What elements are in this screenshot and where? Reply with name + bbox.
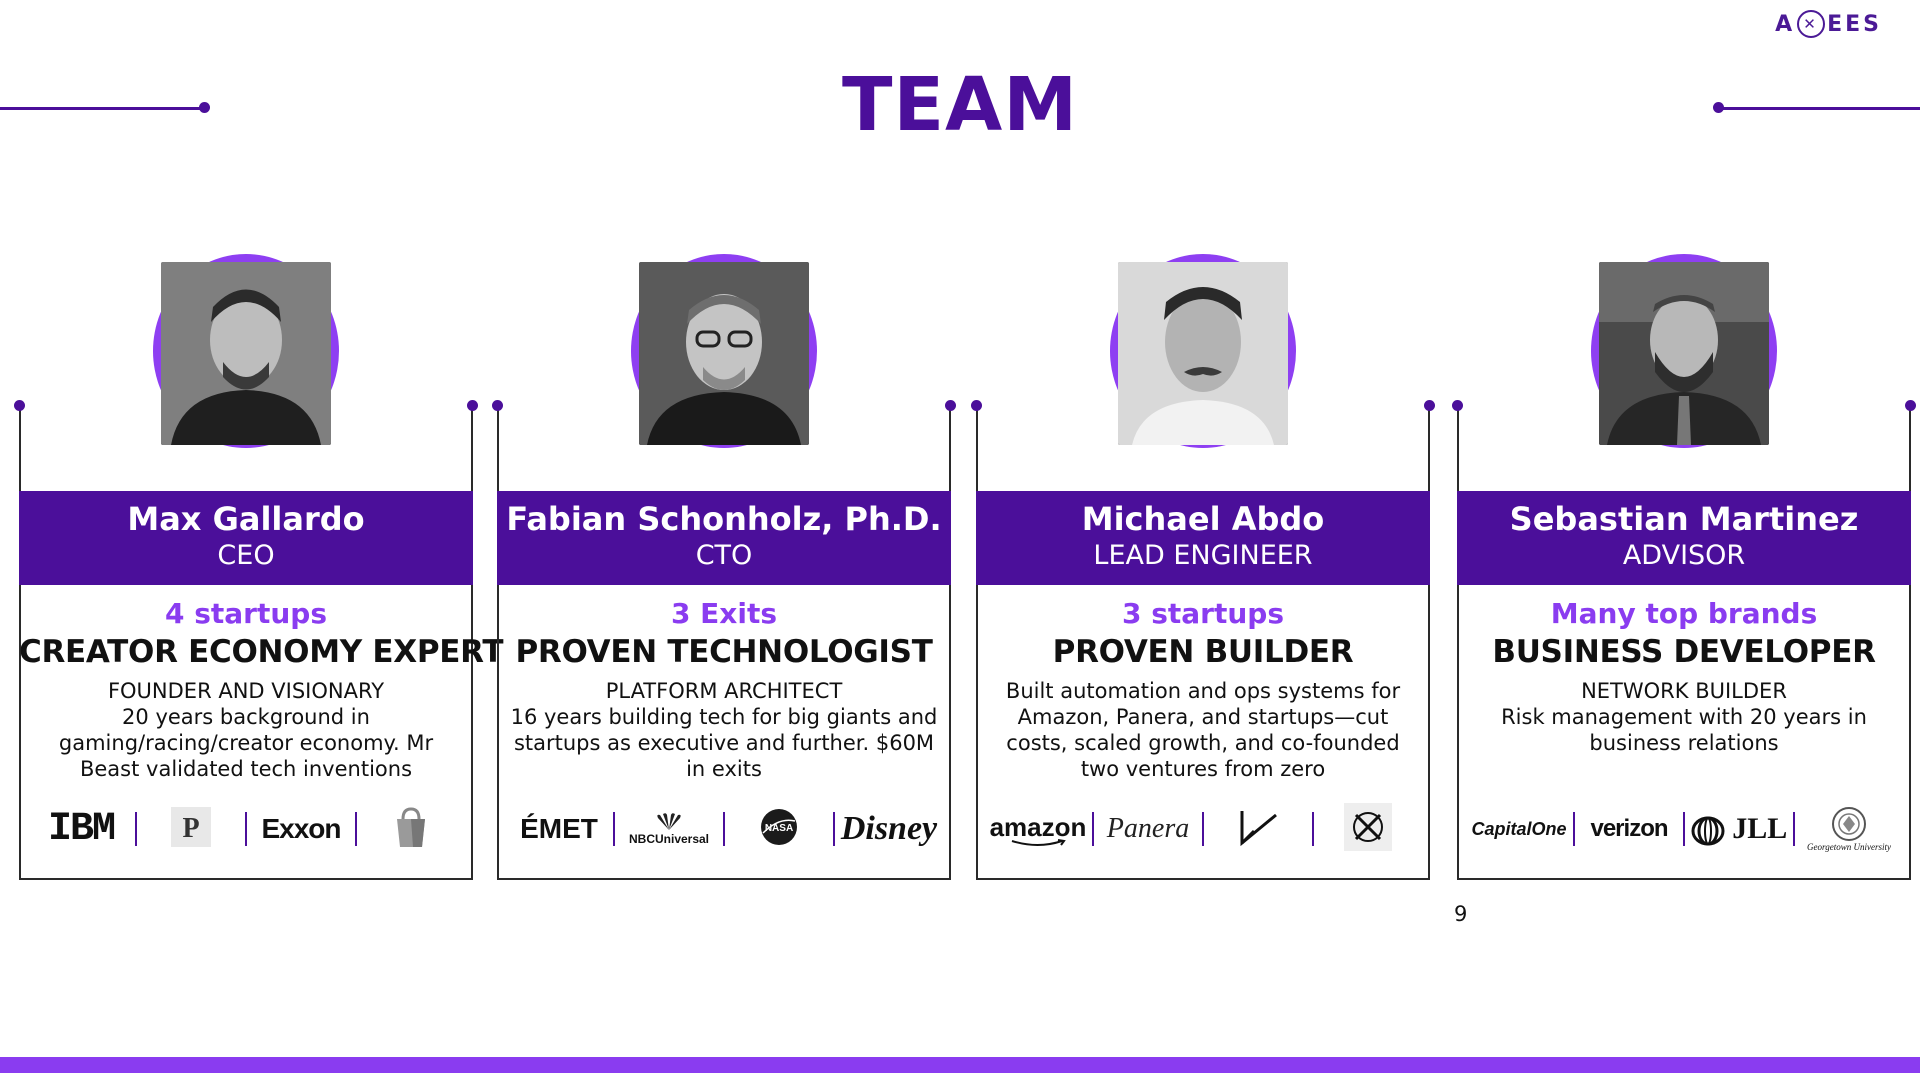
member-role: ADVISOR [1622, 540, 1746, 571]
avatar [1599, 262, 1769, 445]
disney-logo: Disney [840, 810, 938, 847]
member-role: CEO [217, 540, 275, 571]
logo-separator [723, 812, 725, 846]
brand-logos: CapitalOne verizon JLL Georgetown Univer… [1465, 806, 1903, 852]
nasa-logo: NASA [725, 807, 833, 851]
member-name: Michael Abdo [1081, 500, 1325, 538]
avatar [1118, 262, 1288, 445]
brand-logos: IBM P Exxon [27, 806, 465, 852]
member-subtitle: FOUNDER AND VISIONARY [107, 679, 385, 703]
card-dot-left [492, 400, 503, 411]
avatar [639, 262, 809, 445]
emet-logo: ÉMET [520, 813, 598, 844]
title-divider-right [1718, 107, 1920, 110]
card-dot-left [1452, 400, 1463, 411]
ibm-logo: IBM [47, 806, 116, 852]
logo-separator [1202, 812, 1204, 846]
svg-text:NASA: NASA [765, 823, 793, 834]
title-divider-left [0, 107, 205, 110]
member-name: Max Gallardo [127, 500, 365, 538]
logo-separator [833, 812, 835, 846]
card-dot-right [1424, 400, 1435, 411]
member-description: 16 years building tech for big giants an… [510, 705, 938, 781]
team-card-sebastian: Sebastian Martinez ADVISOR Many top bran… [1452, 254, 1916, 880]
member-headline: BUSINESS DEVELOPER [1492, 634, 1876, 670]
card-dot-left [971, 400, 982, 411]
member-stat: Many top brands [1550, 597, 1818, 630]
verizon-logo: verizon [1590, 815, 1668, 842]
logo-separator [1683, 812, 1685, 846]
member-description: 20 years background in gaming/racing/cre… [58, 705, 434, 781]
card-dot-right [945, 400, 956, 411]
logo-separator [355, 812, 357, 846]
page-title: TEAM [842, 62, 1078, 148]
nbcuniversal-logo: NBCUniversal [615, 812, 723, 846]
member-name: Fabian Schonholz, Ph.D. [506, 500, 942, 538]
member-description: Risk management with 20 years in busines… [1501, 705, 1867, 755]
exxon-logo: Exxon [261, 813, 341, 844]
team-card-max: Max Gallardo CEO 4 startups CREATOR ECON… [14, 254, 504, 880]
brand-logos: ÉMET NBCUniversal NASA Disney [505, 806, 943, 852]
card-frame [1457, 405, 1911, 880]
member-description: Built automation and ops systems for Ama… [1005, 679, 1401, 781]
title-divider-left-dot [199, 102, 210, 113]
card-frame [19, 405, 473, 880]
card-frame [497, 405, 951, 880]
name-banner: Max Gallardo CEO [19, 491, 473, 585]
member-stat: 3 startups [1121, 597, 1284, 630]
member-role: CTO [695, 540, 753, 571]
title-divider-right-dot [1713, 102, 1724, 113]
brand-logo: A✕EES [1775, 10, 1882, 38]
member-headline: PROVEN BUILDER [1052, 634, 1354, 670]
peacock-icon [657, 813, 681, 830]
amazon-logo: amazon [984, 812, 1092, 847]
jll-logo: JLL [1685, 812, 1793, 846]
georgetown-logo: Georgetown University [1795, 806, 1903, 852]
name-banner: Fabian Schonholz, Ph.D. CTO [497, 491, 951, 585]
x-knot-logo-icon [1314, 803, 1422, 855]
member-subtitle: NETWORK BUILDER [1581, 679, 1787, 703]
member-name: Sebastian Martinez [1509, 500, 1859, 538]
member-headline: CREATOR ECONOMY EXPERT [19, 634, 504, 670]
member-role: LEAD ENGINEER [1093, 540, 1313, 571]
avatar [161, 262, 331, 445]
card-dot-right [467, 400, 478, 411]
brand-logos: amazon Panera [984, 803, 1422, 855]
logo-separator [613, 812, 615, 846]
amazon-smile-icon [1011, 838, 1066, 846]
svg-text:P: P [182, 813, 199, 844]
team-card-michael: Michael Abdo LEAD ENGINEER 3 startups PR… [971, 254, 1435, 880]
member-subtitle: PLATFORM ARCHITECT [605, 679, 843, 703]
member-stat: 4 startups [164, 597, 327, 630]
logo-separator [1092, 812, 1094, 846]
card-frame [976, 405, 1430, 880]
card-dot-right [1905, 400, 1916, 411]
x-circle-icon: ✕ [1797, 10, 1826, 38]
logo-separator [135, 812, 137, 846]
name-banner: Michael Abdo LEAD ENGINEER [976, 491, 1430, 585]
card-dot-left [14, 400, 25, 411]
logo-separator [1573, 812, 1575, 846]
page-number: 9 [1454, 902, 1468, 926]
member-stat: 3 Exits [670, 597, 778, 630]
logo-separator [245, 812, 247, 846]
member-headline: PROVEN TECHNOLOGIST [515, 634, 933, 670]
checkmark-logo-icon [1204, 807, 1312, 851]
capital-one-logo: CapitalOne [1471, 818, 1567, 839]
logo-separator [1793, 812, 1795, 846]
team-card-fabian: Fabian Schonholz, Ph.D. CTO 3 Exits PROV… [492, 254, 956, 880]
p-logo: P [137, 805, 245, 853]
seal-icon [1832, 807, 1866, 841]
panera-logo: Panera [1106, 813, 1190, 844]
shopping-bag-icon [357, 805, 465, 853]
jll-mark-icon [1691, 816, 1725, 846]
logo-separator [1312, 812, 1314, 846]
name-banner: Sebastian Martinez ADVISOR [1457, 491, 1911, 585]
footer-bar [0, 1057, 1920, 1073]
